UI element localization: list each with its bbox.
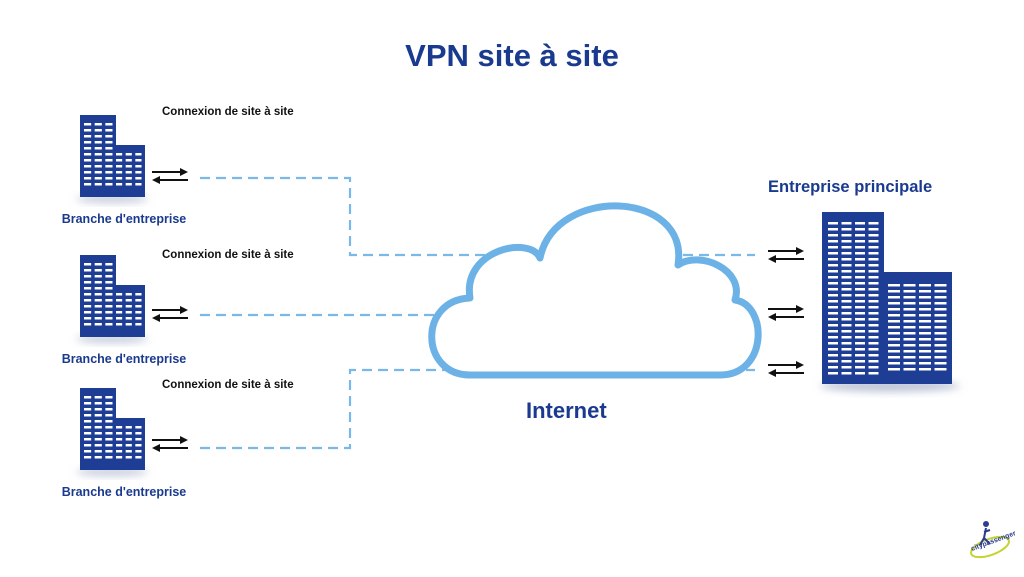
branch-building-icon: [76, 115, 148, 203]
connection-label-1: Connexion de site à site: [162, 106, 294, 118]
cloud-icon: [428, 202, 762, 379]
double-arrow-icon: [768, 361, 804, 377]
branch-building-icon: [76, 255, 148, 343]
connection-label-3: Connexion de site à site: [162, 379, 294, 391]
cloud-label: Internet: [526, 398, 607, 423]
branch-label-2: Branche d'entreprise: [61, 352, 187, 366]
diagram-title: VPN site à site: [405, 38, 619, 73]
logo-icon: [970, 521, 1010, 559]
connection-label-2: Connexion de site à site: [162, 249, 294, 261]
double-arrow-icon: [768, 305, 804, 321]
branch-building-icon: [76, 388, 148, 476]
branch-label-3: Branche d'entreprise: [61, 485, 187, 499]
double-arrow-icon: [768, 247, 804, 263]
double-arrow-icon: [152, 306, 188, 322]
branch-label-1: Branche d'entreprise: [61, 212, 187, 226]
double-arrow-icon: [152, 168, 188, 184]
headquarters-building-icon: [820, 212, 960, 392]
double-arrow-icon: [152, 436, 188, 452]
headquarters-label: Entreprise principale: [768, 178, 933, 196]
